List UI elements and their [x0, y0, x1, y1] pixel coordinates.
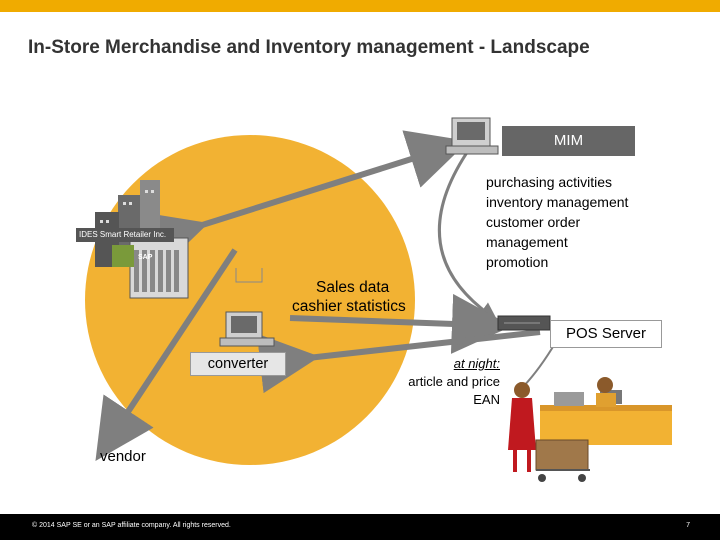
mim-function-item: purchasing activities [486, 174, 613, 190]
mim-function-item: customer order [486, 214, 581, 230]
arrow-converter-pos [256, 329, 541, 394]
sales-data-label: Sales data cashier statistics [292, 278, 406, 316]
sales-line: Sales data [316, 279, 390, 296]
shopping-cart-icon [535, 439, 590, 482]
customer-icon [508, 382, 536, 472]
mim-computer-icon [445, 117, 499, 155]
sap-logo: SAP [138, 254, 153, 261]
night-line: article and price [408, 374, 500, 389]
converter-computer-icon [219, 311, 275, 347]
ides-label: IDES Smart Retailer Inc. [76, 228, 174, 242]
pos-device-icon [497, 315, 551, 331]
slide-title: In-Store Merchandise and Inventory manag… [28, 37, 590, 58]
converter-box: converter [190, 352, 286, 376]
copyright-text: © 2014 SAP SE or an SAP affiliate compan… [32, 522, 231, 529]
cashier-icon [596, 377, 616, 407]
arrow-vendor [95, 248, 238, 462]
server-rack-icon [112, 237, 189, 299]
mim-function-item: promotion [486, 254, 549, 270]
mim-functions: purchasing activities inventory manageme… [486, 172, 628, 272]
arrow-store-mim [142, 130, 469, 270]
page-number: 7 [686, 522, 690, 529]
pos-server-box: POS Server [550, 320, 662, 348]
vendor-label: vendor [100, 448, 146, 465]
mim-function-item: management [486, 234, 568, 250]
top-accent-bar [0, 0, 720, 12]
mim-function-item: inventory management [486, 194, 629, 210]
night-update-label: at night: article and price EAN [380, 355, 500, 409]
footer-bar: © 2014 SAP SE or an SAP affiliate compan… [0, 514, 720, 540]
sales-line: cashier statistics [292, 298, 406, 315]
bracket-icon [235, 268, 263, 283]
arrow-mim-pos [438, 147, 498, 321]
arrow-sales [289, 293, 512, 354]
mim-box: MIM [502, 126, 635, 156]
night-line: EAN [473, 392, 500, 407]
night-line: at night: [453, 356, 500, 371]
